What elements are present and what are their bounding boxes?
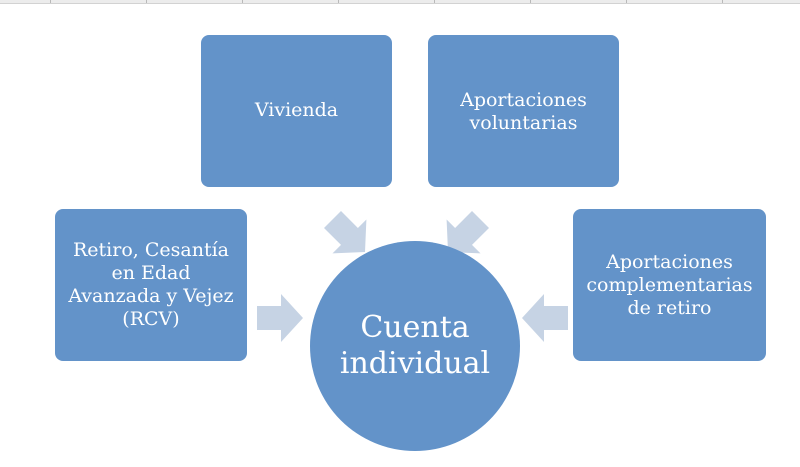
ruler-tick — [338, 0, 339, 3]
box-vivienda-label: Vivienda — [254, 99, 339, 121]
box-aportaciones-complementarias: Aportaciones complementarias de retiro — [573, 209, 766, 361]
center-circle-label: Cuenta individual — [339, 310, 491, 381]
arrow-complementarias-icon — [522, 294, 568, 342]
ruler-tick — [242, 0, 243, 3]
box-rcv: Retiro, Cesantía en Edad Avanzada y Veje… — [55, 209, 247, 361]
box-aportaciones-complementarias-label: Aportaciones complementarias de retiro — [586, 250, 753, 319]
ruler-tick — [146, 0, 147, 3]
box-aportaciones-voluntarias-label: Aportaciones voluntarias — [460, 89, 587, 134]
ruler-tick — [50, 0, 51, 3]
arrow-voluntarias-icon — [446, 211, 489, 254]
ruler-tick — [626, 0, 627, 3]
ruler-bar — [0, 0, 800, 4]
box-rcv-label: Retiro, Cesantía en Edad Avanzada y Veje… — [68, 239, 234, 330]
ruler-tick — [434, 0, 435, 3]
ruler-tick — [530, 0, 531, 3]
arrow-rcv-icon — [257, 294, 303, 342]
box-vivienda: Vivienda — [201, 35, 392, 187]
box-aportaciones-voluntarias: Aportaciones voluntarias — [428, 35, 619, 187]
center-circle-cuenta-individual: Cuenta individual — [310, 241, 520, 451]
ruler-tick — [722, 0, 723, 3]
arrow-vivienda-icon — [324, 211, 367, 254]
